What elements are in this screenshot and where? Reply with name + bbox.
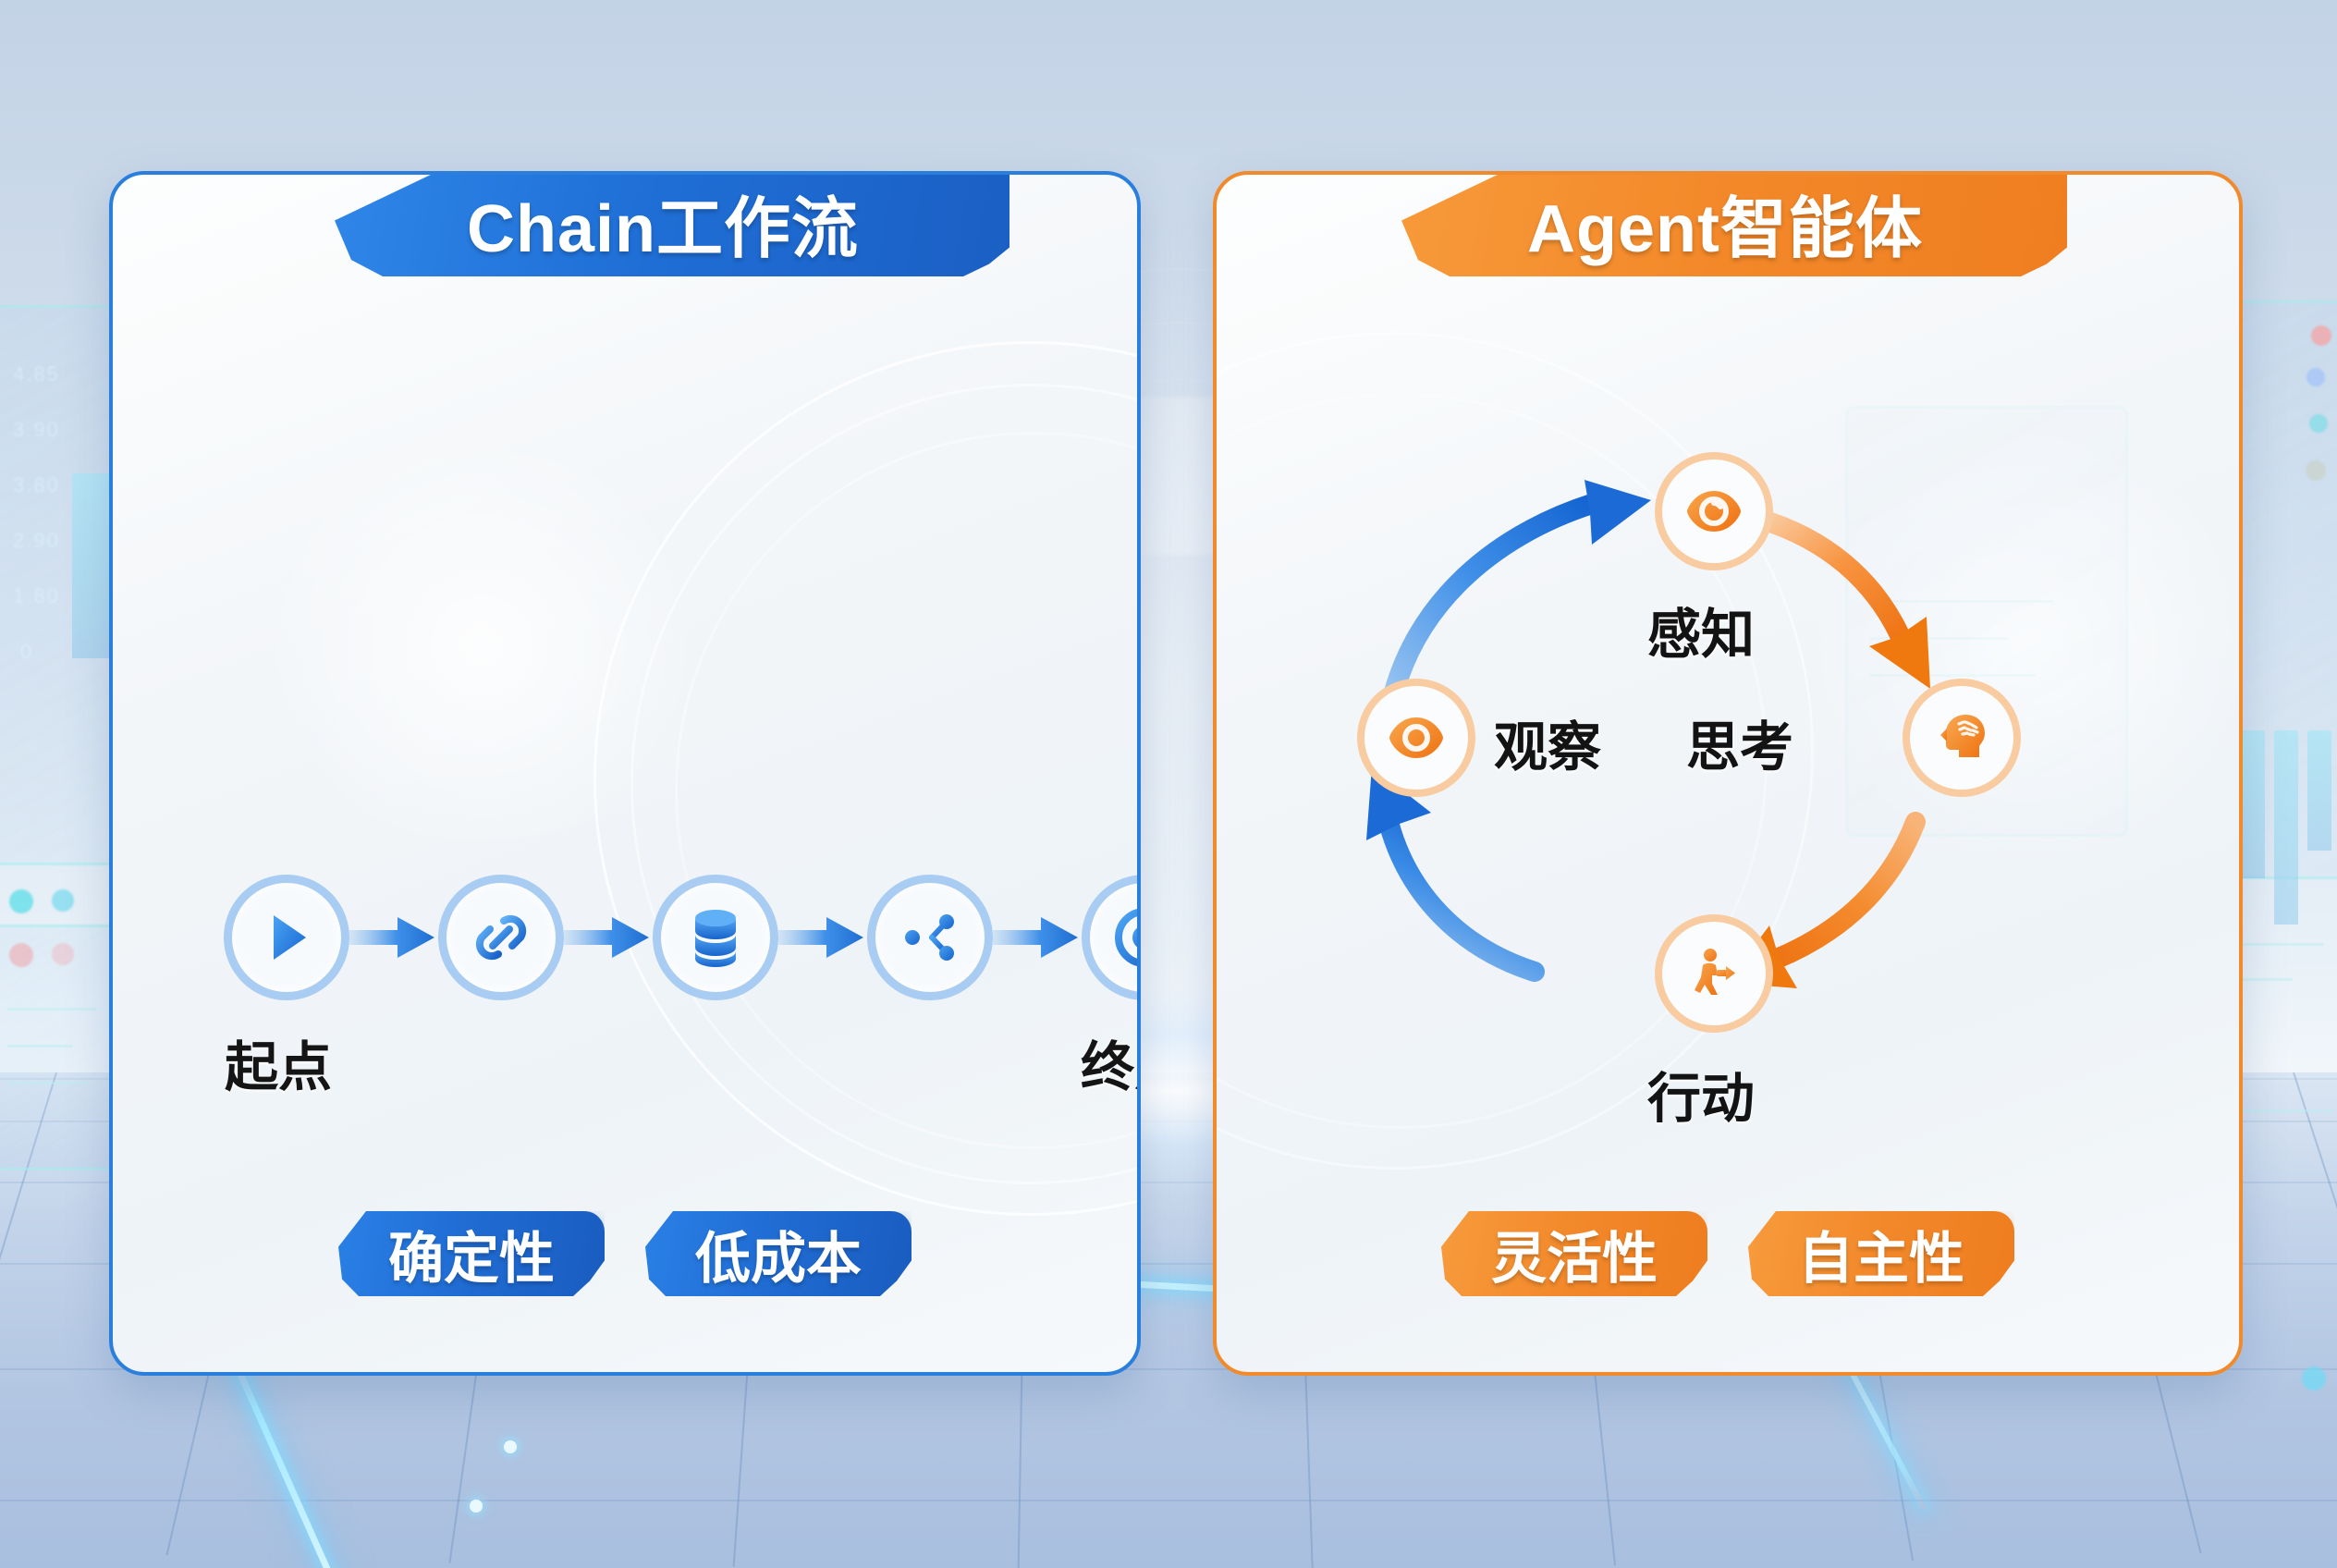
agent-card-title: Agent智能体 [1527, 191, 1923, 266]
chain-card-title-banner: Chain工作流 [335, 173, 1009, 276]
tag-determinism-label: 确定性 [388, 1227, 555, 1290]
agent-node-observe-label: 观察 [1494, 717, 1602, 778]
agent-node-action[interactable] [1655, 914, 1773, 1033]
tag-low-cost-label: 低成本 [695, 1227, 862, 1290]
tag-low-cost[interactable]: 低成本 [645, 1211, 912, 1296]
agent-node-think-label: 思考 [1686, 717, 1794, 778]
agent-tag-row: 灵活性 自主性 [1217, 1211, 2239, 1296]
agent-node-perceive[interactable] [1655, 452, 1773, 570]
flow-arrow-3 [778, 913, 867, 962]
chain-workflow-card: Chain工作流 起点 [109, 171, 1141, 1376]
chain-node-start[interactable]: 起点 [224, 875, 349, 1097]
flow-arrow-1 [349, 913, 438, 962]
tag-flexibility[interactable]: 灵活性 [1441, 1211, 1707, 1296]
brain-head-icon [1940, 715, 1985, 757]
agent-card: Agent智能体 [1213, 171, 2243, 1376]
agent-card-title-banner: Agent智能体 [1401, 173, 2067, 276]
agent-node-think[interactable] [1903, 679, 2021, 797]
chain-node-end-label: 终点 [1081, 1037, 1137, 1097]
agent-node-perceive-label: 感知 [1647, 605, 1756, 665]
tag-flexibility-label: 灵活性 [1491, 1227, 1658, 1290]
play-icon [274, 915, 306, 960]
flow-arrow-2 [564, 913, 653, 962]
target-icon [1115, 909, 1137, 966]
share-nodes-icon [905, 914, 954, 961]
database-icon [695, 910, 736, 967]
eye-icon [1687, 491, 1741, 532]
chain-flow-sequence: 起点 [224, 875, 1137, 1097]
agent-node-action-label: 行动 [1647, 1069, 1756, 1129]
link-icon [475, 914, 527, 961]
flow-arrow-4 [993, 913, 1082, 962]
chain-node-share[interactable] [867, 875, 993, 1000]
chain-node-link[interactable] [438, 875, 564, 1000]
eye-icon [1389, 717, 1443, 758]
chain-card-body [113, 175, 1137, 1372]
chain-tag-row: 确定性 低成本 [113, 1211, 1137, 1296]
agent-node-observe[interactable] [1357, 679, 1475, 797]
tag-autonomy-label: 自主性 [1798, 1227, 1964, 1290]
running-person-icon [1695, 949, 1735, 995]
tag-determinism[interactable]: 确定性 [338, 1211, 605, 1296]
tag-autonomy[interactable]: 自主性 [1748, 1211, 2014, 1296]
chain-node-database[interactable] [653, 875, 778, 1000]
chain-node-start-label: 起点 [225, 1037, 333, 1097]
chain-card-title: Chain工作流 [466, 191, 859, 266]
